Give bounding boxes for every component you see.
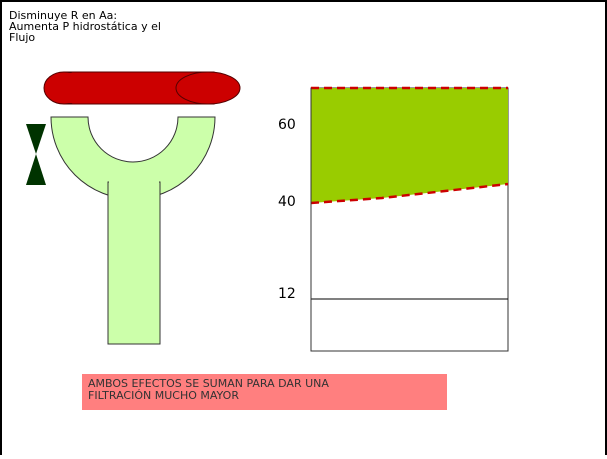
- pressure-chart: [310, 86, 509, 352]
- conclusion-banner: AMBOS EFECTOS SE SUMAN PARA DAR UNA FILT…: [82, 374, 447, 410]
- slide-title: Disminuye R en Aa: Aumenta P hidrostátic…: [9, 9, 161, 44]
- dashed-pressure-line: [310, 182, 509, 205]
- label-12: 12: [278, 286, 296, 302]
- label-40: 40: [278, 194, 296, 210]
- constrictor-icon: [26, 124, 46, 185]
- capillary-shape: [50, 116, 216, 345]
- label-60: 60: [278, 117, 296, 133]
- filtration-area: [311, 88, 508, 203]
- arteriole-cylinder: [43, 71, 241, 105]
